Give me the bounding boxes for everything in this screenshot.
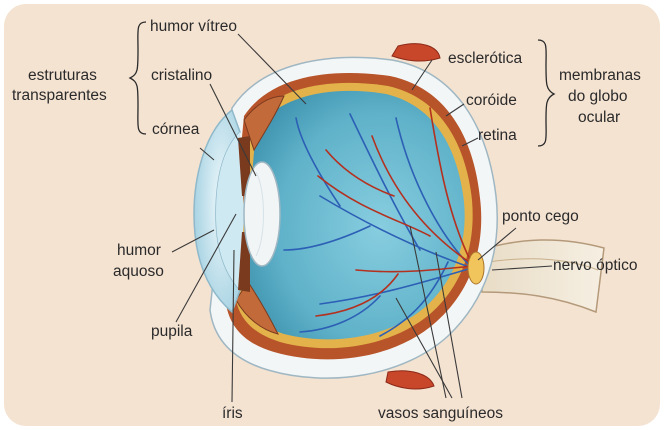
- label-nervo-optico: nervo óptico: [553, 256, 637, 275]
- label-vasos-sanguineos: vasos sanguíneos: [378, 404, 503, 423]
- label-humor: humor: [117, 241, 161, 260]
- label-ponto-cego: ponto cego: [502, 207, 579, 226]
- lens-shape: [244, 162, 280, 266]
- label-iris: íris: [222, 404, 243, 423]
- label-esclerotica: esclerótica: [448, 49, 522, 68]
- label-ocular: ocular: [578, 108, 620, 127]
- label-do-globo: do globo: [568, 87, 627, 106]
- label-coroide: coróide: [466, 91, 517, 110]
- label-estruturas: estruturas: [28, 66, 97, 85]
- label-transparentes: transparentes: [12, 86, 107, 105]
- label-aquoso: aquoso: [113, 262, 164, 281]
- label-humor-vitreo: humor vítreo: [150, 17, 237, 36]
- label-pupila: pupila: [151, 322, 192, 341]
- label-membranas: membranas: [559, 66, 641, 85]
- label-cornea: córnea: [152, 120, 199, 139]
- label-retina: retina: [478, 126, 517, 145]
- label-cristalino: cristalino: [151, 66, 212, 85]
